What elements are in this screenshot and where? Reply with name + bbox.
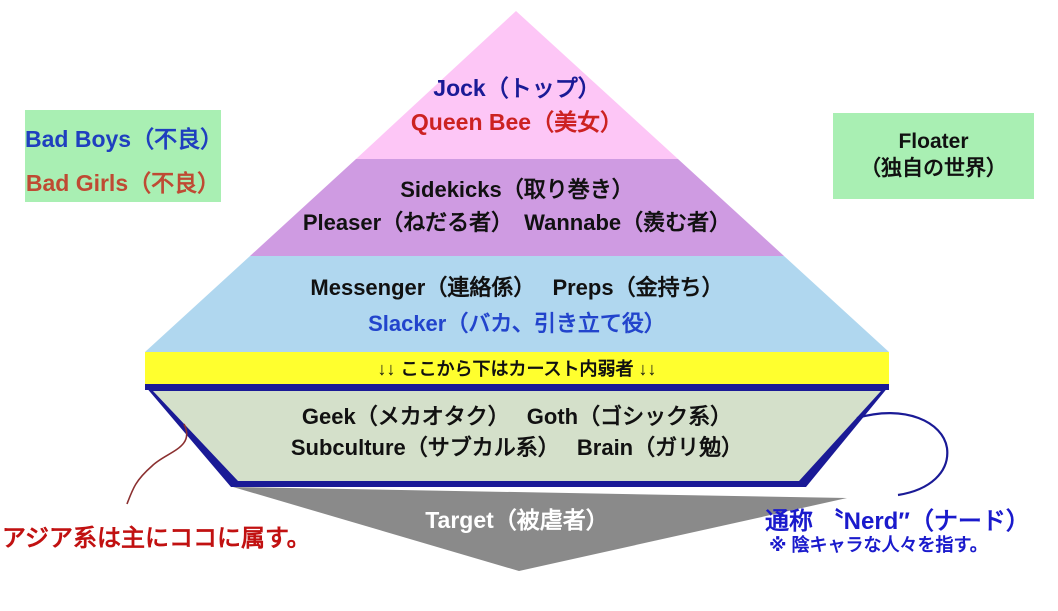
asian-note: アジア系は主にココに属す。 (2, 525, 311, 552)
band-caste-divider (145, 352, 889, 385)
nerd-note: 通称 〝Nerd″（ナード） (765, 508, 1030, 535)
bad-boys-girls-box: Bad Boys（不良） Bad Girls（不良） (25, 110, 224, 202)
label-floater-sub: （独自の世界） (860, 157, 1007, 180)
label-subculture-brain: Subculture（サブカル系） Brain（ガリ勉） (290, 435, 744, 460)
label-messenger-preps: Messenger（連絡係） Preps（金持ち） (310, 275, 724, 300)
label-slacker: Slacker（バカ、引き立て役） (368, 311, 666, 336)
label-jock: Jock（トップ） (433, 75, 601, 101)
label-pleaser-wannabe: Pleaser（ねだる者） Wannabe（羨む者） (302, 210, 732, 235)
label-floater: Floater (898, 130, 969, 153)
label-target: Target（被虐者） (425, 507, 609, 533)
label-sidekicks: Sidekicks（取り巻き） (400, 177, 634, 202)
label-caste-divider: ↓↓ ここから下はカースト内弱者 ↓↓ (377, 359, 657, 379)
label-geek-goth: Geek（メカオタク） Goth（ゴシック系） (301, 404, 733, 429)
label-queen-bee: Queen Bee（美女） (410, 109, 624, 135)
label-bad-boys: Bad Boys（不良） (25, 126, 224, 152)
nerd-note-sub: ※ 陰キャラな人々を指す。 (769, 535, 988, 555)
floater-box: Floater （独自の世界） (833, 113, 1034, 199)
label-bad-girls: Bad Girls（不良） (25, 170, 221, 196)
